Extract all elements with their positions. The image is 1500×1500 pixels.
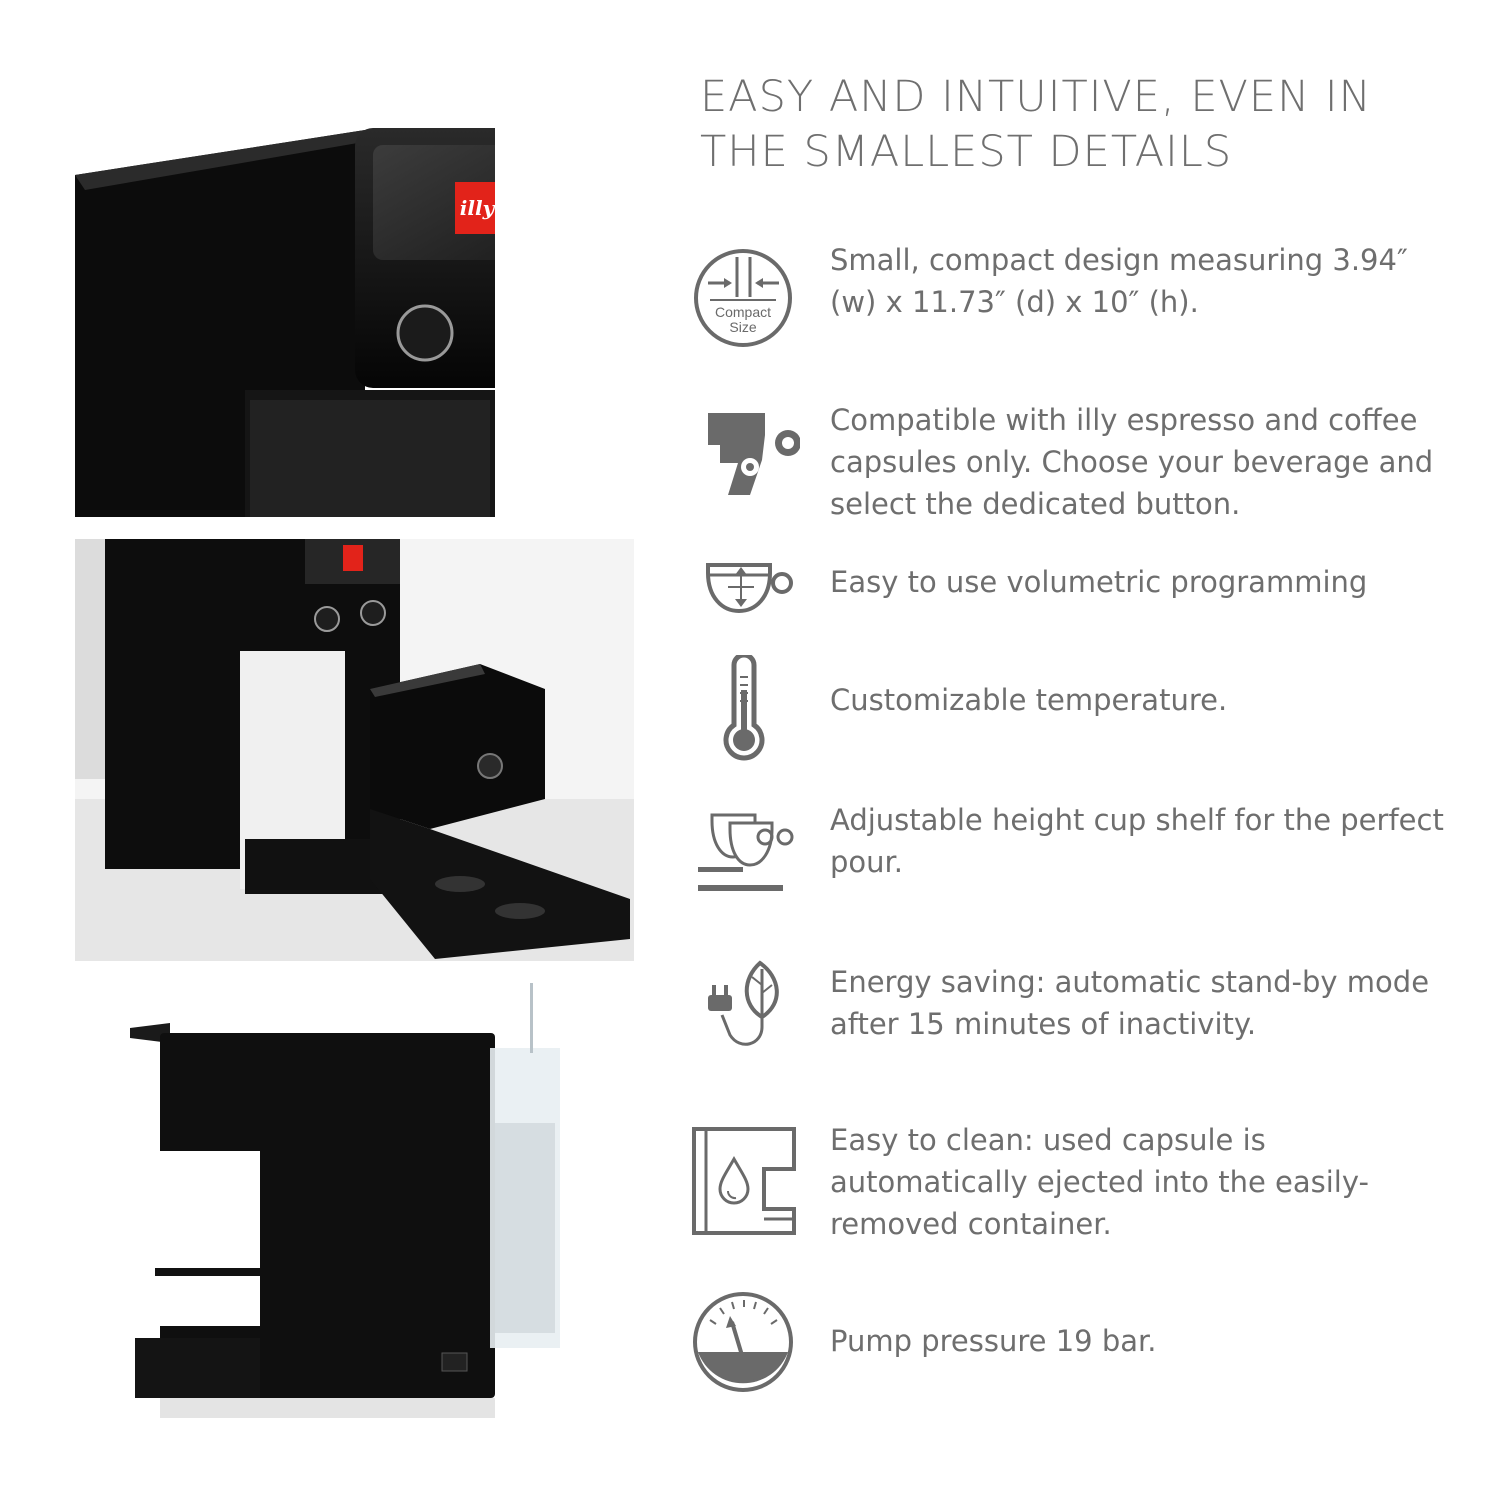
feature-text: Easy to use volumetric programming xyxy=(830,565,1368,599)
feature-text: Compatible with illy espresso and coffee… xyxy=(830,403,1434,521)
illy-logo-text: illy xyxy=(460,196,495,220)
page-title: EASY AND INTUITIVE, EVEN IN THE SMALLEST… xyxy=(700,72,1372,177)
machine-photo-disassembled xyxy=(75,539,634,961)
energy-leaf-plug-icon xyxy=(690,955,800,1065)
feature-text: Pump pressure 19 bar. xyxy=(830,1324,1157,1358)
machine-photo-side-water-tank xyxy=(75,983,634,1425)
illy-logo-small xyxy=(343,545,363,571)
machine-photo-front-top: illy xyxy=(75,100,495,517)
feature-text: Energy saving: automatic stand-by mode a… xyxy=(830,965,1430,1041)
thermometer-icon xyxy=(690,655,800,765)
compact-icon-label-1: Compact xyxy=(715,304,771,320)
feature-text: Customizable temperature. xyxy=(830,683,1228,717)
feature-text: Adjustable height cup shelf for the perf… xyxy=(830,803,1444,879)
capsule-container-icon xyxy=(690,1125,800,1235)
cup-shelf-icon xyxy=(690,805,800,915)
espresso-button-icon xyxy=(396,304,454,362)
pressure-gauge-icon xyxy=(690,1290,800,1400)
illy-logo xyxy=(455,182,495,234)
feature-text: Small, compact design measuring 3.94″ (w… xyxy=(830,243,1408,319)
compact-size-icon: Compact Size xyxy=(690,245,800,355)
compact-icon-label-2: Size xyxy=(729,319,756,335)
volumetric-cup-icon xyxy=(690,555,800,665)
feature-text: Easy to clean: used capsule is automatic… xyxy=(830,1123,1369,1241)
capsule-cup-icon xyxy=(690,405,800,515)
